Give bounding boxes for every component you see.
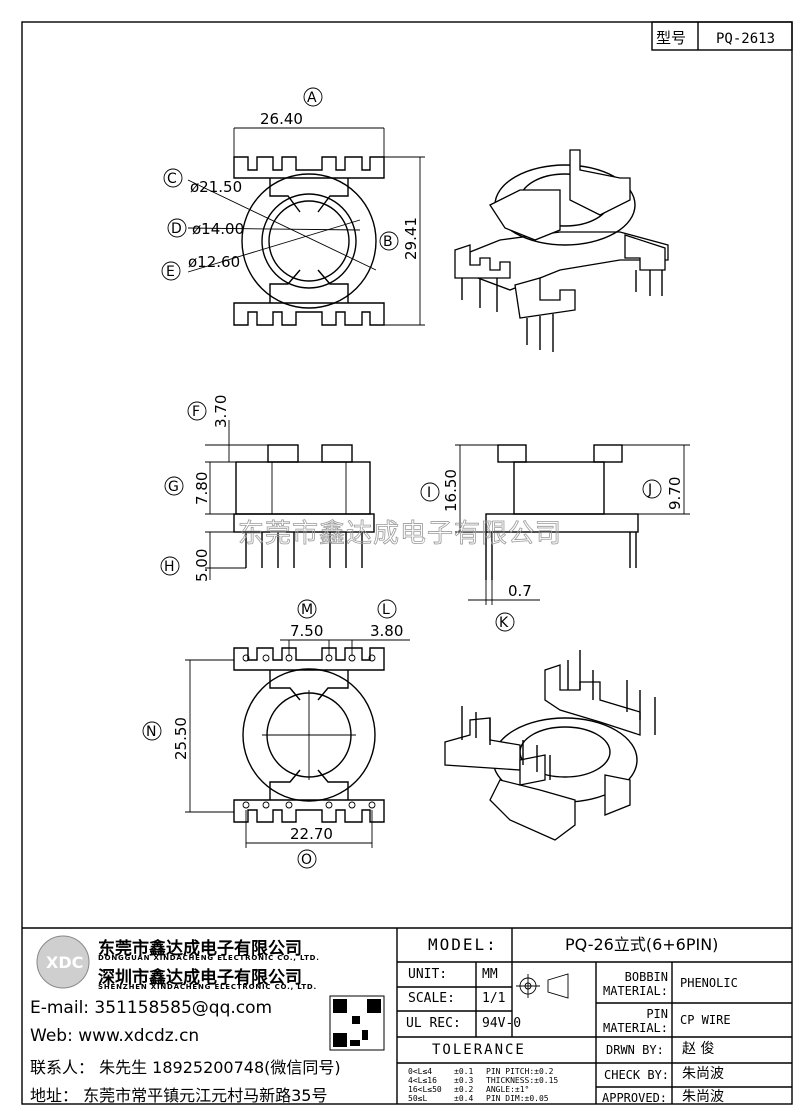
title-block: XDC [22, 927, 792, 1104]
dim-N-value: 25.50 [172, 717, 190, 760]
tolerance-label: TOLERANCE [432, 1042, 526, 1058]
ul-label: UL REC: [406, 1016, 461, 1031]
dim-I-value: 16.50 [442, 469, 460, 512]
unit-value: MM [482, 967, 498, 982]
model-value: PQ-26立式(6+6PIN) [565, 935, 719, 954]
side-view-right: 16.50 I 9.70 J 0.7 K [420, 444, 690, 632]
dim-J-value: 9.70 [666, 477, 684, 510]
scale-value: 1/1 [482, 991, 506, 1006]
svg-text:F: F [192, 404, 200, 420]
check-label: CHECK BY: [604, 1068, 670, 1082]
company-name-dg-en: DONGGUAN XINDACHENG ELECTRONIC CO., LTD. [98, 954, 320, 962]
svg-text:J: J [647, 482, 652, 498]
drwn-value: 赵 俊 [682, 1041, 715, 1057]
header-type-label: 型号 [656, 29, 686, 47]
svg-text:A: A [307, 90, 317, 106]
dim-C-value: ø21.50 [190, 178, 242, 196]
model-label: MODEL: [428, 935, 498, 954]
svg-text:XDC: XDC [46, 953, 83, 972]
tol-row-2-range: 16<L≤50 [408, 1085, 442, 1094]
unit-label: UNIT: [408, 967, 448, 982]
dim-E-value: ø12.60 [188, 253, 240, 271]
svg-text:E: E [166, 264, 175, 280]
tol-row-3-item: PIN DIM:±0.05 [486, 1094, 549, 1103]
dim-B-value: 29.41 [402, 217, 420, 260]
dim-H-value: 5.00 [193, 549, 211, 582]
dim-G-value: 7.80 [193, 472, 211, 505]
isometric-view-bottom [444, 650, 656, 841]
side-view-left: 3.70 7.80 5.00 F G H [160, 395, 375, 582]
svg-text:D: D [171, 221, 182, 237]
watermark: 东莞市鑫达成电子有限公司 [238, 519, 562, 549]
company-name-sz-en: SHENZHEN XINDACHENG ELECTRONIC CO., LTD. [98, 983, 318, 991]
svg-text:N: N [146, 724, 156, 740]
svg-text:B: B [383, 234, 393, 250]
pin-material-value: CP WIRE [680, 1013, 731, 1027]
drwn-label: DRWN BY: [606, 1043, 664, 1057]
svg-text:M: M [301, 602, 313, 618]
svg-text:H: H [164, 559, 175, 575]
svg-text:G: G [168, 479, 179, 495]
company-contact: 联系人： 朱先生 18925200748(微信同号) [30, 1058, 341, 1077]
isometric-view-top [454, 149, 669, 352]
svg-text:O: O [301, 852, 312, 868]
tol-row-3-range: 50≤L [408, 1094, 428, 1103]
bottom-view: 7.50 3.80 M L 25.50 N 22.70 O [142, 599, 410, 869]
tol-row-0-item: PIN PITCH:±0.2 [486, 1067, 554, 1076]
dim-L-value: 3.80 [370, 622, 403, 640]
tol-row-2-tol: ±0.2 [454, 1085, 474, 1094]
approved-label: APPROVED: [602, 1091, 668, 1105]
ul-value: 94V-0 [482, 1016, 522, 1031]
bobbin-material-value: PHENOLIC [680, 976, 738, 990]
company-name-dg: 东莞市鑫达成电子有限公司 [98, 939, 302, 959]
company-web: Web: www.xdcdz.cn [30, 1026, 200, 1046]
tol-row-0-tol: ±0.1 [454, 1067, 474, 1076]
tol-row-1-item: THICKNESS:±0.15 [486, 1076, 559, 1085]
dim-K-value: 0.7 [508, 582, 532, 600]
tol-row-0-range: 0<L≤4 [408, 1067, 433, 1076]
pin-material-label: PIN MATERIAL: [602, 1007, 668, 1035]
svg-text:I: I [427, 485, 431, 501]
scale-label: SCALE: [408, 991, 455, 1006]
header-type-value: PQ-2613 [716, 31, 775, 47]
dim-A-value: 26.40 [260, 110, 303, 128]
tol-row-1-tol: ±0.3 [454, 1076, 474, 1085]
dim-O-value: 22.70 [290, 825, 333, 843]
top-view: 26.40 A 29.41 B C ø21.50 D ø14.00 E ø12.… [161, 87, 425, 326]
check-value: 朱尚波 [682, 1066, 724, 1082]
dim-F-value: 3.70 [212, 395, 230, 428]
svg-text:C: C [167, 171, 177, 187]
header-type-box: 型号 PQ-2613 [651, 21, 793, 51]
dim-D-value: ø14.00 [192, 220, 244, 238]
company-address: 地址： 东莞市常平镇元江元村马新路35号 [30, 1086, 328, 1105]
drawing-frame [21, 21, 793, 1105]
approved-value: 朱尚波 [682, 1089, 724, 1105]
dim-M-value: 7.50 [290, 622, 323, 640]
tol-row-3-tol: ±0.4 [454, 1094, 474, 1103]
tol-row-2-item: ANGLE:±1° [486, 1085, 530, 1094]
company-name-sz: 深圳市鑫达成电子有限公司 [98, 968, 302, 988]
svg-text:L: L [382, 602, 390, 618]
bobbin-material-label: BOBBIN MATERIAL: [602, 970, 668, 998]
company-email: E-mail: 351158585@qq.com [30, 998, 273, 1018]
tol-row-1-range: 4<L≤16 [408, 1076, 437, 1085]
svg-text:K: K [499, 615, 509, 631]
